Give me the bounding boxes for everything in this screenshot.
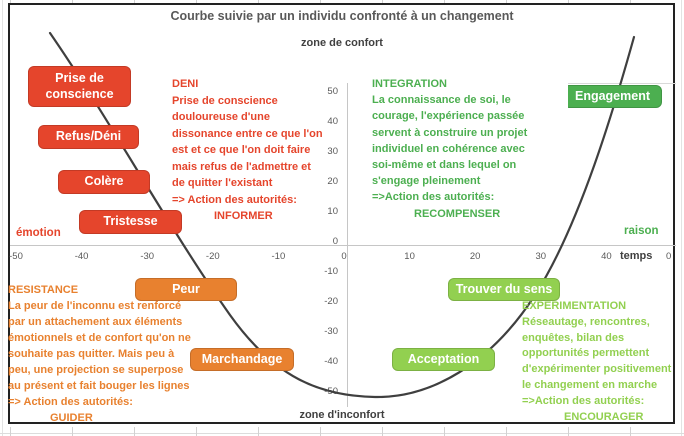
- stage-peur: Peur: [135, 278, 237, 301]
- annotation-line-4: d'expérimenter positivement: [522, 363, 672, 376]
- annotation-line-5: le changement en marche: [522, 378, 658, 391]
- stage-trouver-du-sens: Trouver du sens: [448, 278, 560, 301]
- annotation-line-1: La peur de l'inconnu est renforcé: [8, 300, 182, 312]
- annotation-line-5: peu, une projection se superpose: [8, 364, 184, 376]
- chart-title: Courbe suivie par un individu confronté …: [170, 9, 514, 23]
- stage-engagement: Engagement: [563, 85, 662, 108]
- annotation-action-label: => Action des autorités:: [172, 193, 297, 206]
- annotation-line-3: dissonance entre ce que l'on: [172, 127, 323, 140]
- annotation-action-label: =>Action des autorités:: [372, 191, 495, 204]
- annotation-heading: EXPERIMENTATION: [522, 300, 627, 312]
- annotation-line-1: Réseautage, rencontres,: [522, 315, 650, 328]
- stage-acceptation: Acceptation: [392, 348, 495, 371]
- annotation-line-1: Prise de conscience: [172, 94, 278, 107]
- annotation-action-word: RECOMPENSER: [414, 207, 501, 220]
- annotation-line-4: individuel en cohérence avec: [372, 142, 525, 155]
- worksheet-column-ticks-top: [10, 0, 676, 4]
- annotation-heading: INTEGRATION: [372, 78, 447, 90]
- annotation-line-1: La connaissance de soi, le: [372, 94, 511, 107]
- annotation-line-2: courage, l'expérience passée: [372, 110, 525, 123]
- annotation-line-3: servent à construire un projet: [372, 126, 528, 139]
- annotation-line-5: soi-même et dans lequel on: [372, 159, 517, 172]
- stage-colere: Colère: [58, 170, 150, 194]
- annotation-line-6: de quitter l'existant: [172, 177, 273, 189]
- worksheet-gridline-left: [2, 0, 3, 436]
- annotation-deni: DENI Prise de conscience douloureuse d'une…: [172, 76, 352, 225]
- stage-marchandage: Marchandage: [190, 348, 294, 371]
- annotation-line-4: souhaite pas quitter. Mais peu à: [8, 348, 175, 360]
- annotation-action-word: GUIDER: [50, 412, 93, 424]
- annotation-line-6: s'engage pleinement: [372, 175, 481, 188]
- annotation-line-5: mais refus de l'admettre et: [172, 160, 311, 173]
- annotation-action-word: INFORMER: [214, 210, 273, 222]
- annotation-heading: DENI: [172, 78, 199, 90]
- annotation-integration: INTEGRATION La connaissance de soi, le cou…: [372, 76, 568, 222]
- discomfort-zone-label: zone d'inconfort: [299, 409, 385, 421]
- annotation-line-6: au présent et fait bouger les lignes: [8, 380, 190, 392]
- annotation-line-3: émotionnels et de confort qu'on ne: [8, 332, 191, 344]
- annotation-line-2: par un attachement aux éléments: [8, 316, 183, 328]
- annotation-line-2: douloureuse d'une: [172, 111, 270, 123]
- x-tick--50: -50: [9, 251, 23, 262]
- annotation-line-3: opportunités permettent: [522, 347, 650, 360]
- worksheet-column-ticks-bottom: [10, 427, 676, 436]
- worksheet-gridline-right: [681, 0, 682, 436]
- stage-refus-deni: Refus/Déni: [38, 125, 139, 149]
- stage-prise-de-conscience: Prise de conscience: [28, 66, 131, 107]
- annotation-action-label: => Action des autorités:: [8, 396, 133, 408]
- annotation-line-4: est et ce que l'on doit faire: [172, 144, 311, 156]
- annotation-action-label: =>Action des autorités:: [522, 394, 645, 407]
- annotation-resistance: RESISTANCE La peur de l'inconnu est renfo…: [8, 282, 232, 426]
- annotation-line-2: enquêtes, bilan des: [522, 331, 625, 344]
- annotation-action-word: ENCOURAGER: [564, 410, 644, 423]
- stage-tristesse: Tristesse: [79, 210, 182, 234]
- chart-border: [8, 3, 675, 424]
- x-axis-right-end-tick: 0: [666, 251, 672, 262]
- annotation-heading: RESISTANCE: [8, 284, 79, 296]
- annotation-experimentation: EXPERIMENTATION Réseautage, rencontres, en…: [522, 299, 684, 425]
